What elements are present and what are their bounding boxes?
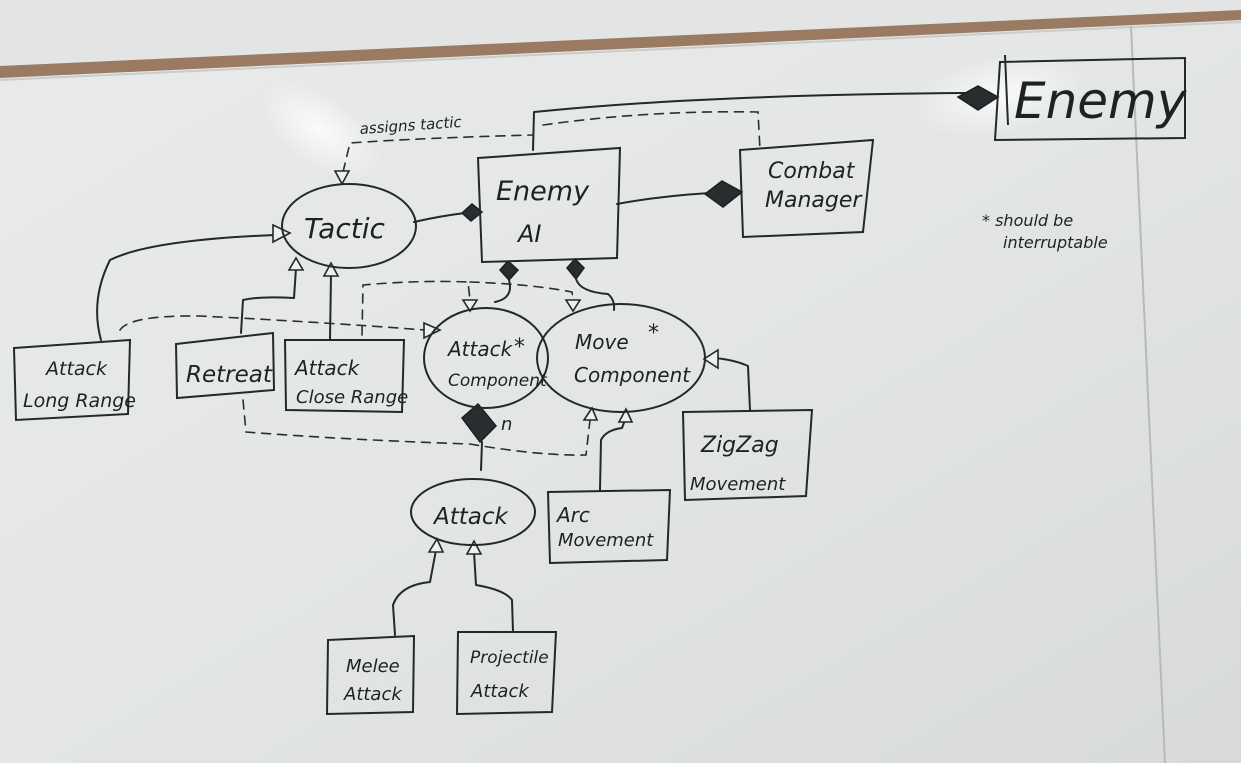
- melee-label-line1: Melee: [346, 656, 400, 677]
- long-range-tactic-line: [96, 234, 276, 341]
- enemy-ai-attack-comp-line: [494, 279, 511, 303]
- attack-long-label-line1: Attack: [44, 358, 108, 380]
- attack-long-label-line2: Long Range: [23, 390, 136, 412]
- enemy-label: Enemy: [1014, 72, 1188, 130]
- retreat-tactic-line: [240, 267, 297, 334]
- zigzag-label-line1: ZigZag: [700, 433, 779, 458]
- zigzag-movement-box: ZigZag Movement: [681, 408, 814, 502]
- attack-component-interface: Attack * Component: [423, 307, 549, 409]
- glare-1: [259, 80, 381, 180]
- board-frame-top: [0, 10, 1241, 78]
- close-range-tactic-line: [329, 273, 332, 341]
- attack-component-label-line2: Component: [448, 371, 548, 391]
- dependency-dashed-2: [469, 281, 574, 301]
- melee-attack-box: Melee Attack: [325, 634, 416, 716]
- melee-attack-arrowhead: [427, 537, 445, 553]
- enemy-class-box: Enemy: [993, 54, 1188, 142]
- retreat-dashed-arrowhead: [582, 406, 599, 421]
- tactic-interface: Tactic: [281, 183, 417, 269]
- retreat-box: Retreat: [174, 331, 276, 400]
- combat-manager-dashed-link: [542, 110, 761, 151]
- move-component-label-line1: Move: [575, 330, 629, 354]
- attack-close-label-line1: Attack: [293, 356, 361, 380]
- move-component-label-line2: Component: [574, 363, 691, 387]
- move-component-interface: Move * Component: [536, 303, 706, 413]
- melee-attack-line: [392, 549, 437, 636]
- board-panel-seam: [1130, 25, 1166, 763]
- enemy-ai-bottom-diamond-1: [498, 259, 520, 282]
- projectile-attack-arrowhead: [465, 539, 483, 555]
- assigns-tactic-dashed: [342, 134, 534, 173]
- retreat-tactic-arrowhead: [287, 256, 305, 271]
- retreat-dashed-to-move: [242, 399, 591, 456]
- close-range-tactic-arrowhead: [322, 261, 340, 277]
- projectile-label-line2: Attack: [470, 681, 530, 702]
- melee-label-line2: Attack: [343, 684, 403, 705]
- attack-close-label-line2: Close Range: [296, 387, 408, 408]
- glare-2: [911, 52, 1089, 138]
- enemy-ai-left-diamond: [460, 203, 484, 222]
- arc-movement-box: Arc Movement: [546, 488, 672, 565]
- note-line2: interruptable: [1003, 233, 1108, 252]
- enemy-ai-to-enemy-line: [532, 92, 966, 151]
- tactic-enemy-ai-line: [413, 212, 466, 223]
- move-component-asterisk: *: [648, 321, 659, 346]
- enemy-ai-label-line1: Enemy: [496, 176, 590, 207]
- attack-component-diamond: [460, 402, 498, 444]
- dependency-dashed-1: [361, 280, 471, 336]
- enemy-ai-label-line2: AI: [516, 220, 542, 248]
- tactic-label: Tactic: [304, 212, 385, 245]
- retreat-label: Retreat: [186, 362, 273, 388]
- projectile-attack-box: Projectile Attack: [455, 631, 558, 716]
- projectile-label-line1: Projectile: [470, 648, 549, 668]
- attack-component-asterisk: *: [514, 335, 525, 360]
- combat-manager-class-box: Combat Manager: [738, 138, 875, 239]
- zigzag-move-line: [714, 357, 751, 411]
- attack-component-attack-line: [480, 441, 483, 471]
- arc-move-line: [599, 419, 626, 491]
- dependency-arrowhead-2: [564, 299, 582, 313]
- long-range-dashed-to-attack: [119, 315, 426, 331]
- combat-manager-label-line2: Manager: [765, 188, 863, 213]
- attack-label: Attack: [432, 504, 510, 530]
- enemy-ai-bottom-diamond-2: [566, 257, 585, 281]
- arc-move-arrowhead: [617, 407, 634, 423]
- attack-long-range-box: Attack Long Range: [12, 338, 136, 422]
- zigzag-label-line2: Movement: [690, 474, 786, 495]
- assigns-tactic-arrowhead: [333, 170, 351, 186]
- combat-manager-label-line1: Combat: [768, 159, 856, 184]
- note-line1: * should be: [982, 211, 1073, 230]
- whiteboard-surface: [0, 20, 1241, 763]
- attack-interface: Attack: [410, 478, 536, 546]
- board-frame-edge: [0, 21, 1241, 81]
- multiplicity-n: n: [501, 414, 512, 435]
- arc-label-line1: Arc: [555, 503, 590, 527]
- attack-component-label-line1: Attack: [446, 337, 514, 361]
- arc-label-line2: Movement: [558, 530, 654, 551]
- attack-close-range-box: Attack Close Range: [283, 339, 408, 414]
- enemy-ai-combat-line: [616, 192, 711, 205]
- projectile-attack-line: [473, 551, 514, 633]
- enemy-ai-class-box: Enemy AI: [476, 146, 622, 264]
- zigzag-move-arrowhead: [702, 348, 719, 370]
- dependency-arrowhead-1: [461, 299, 479, 313]
